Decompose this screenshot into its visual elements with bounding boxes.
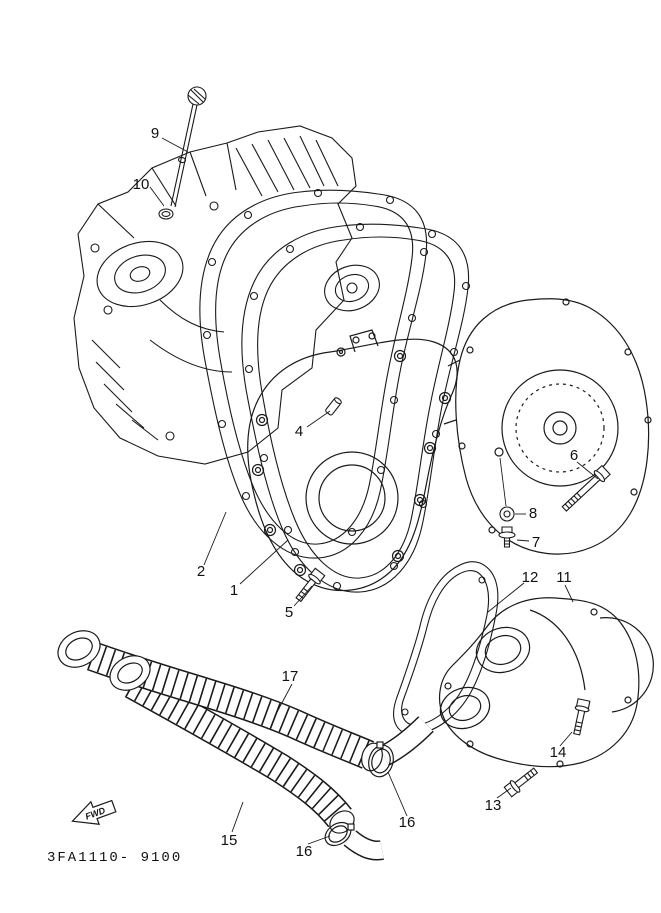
- hose-clamp-16b: [368, 741, 394, 778]
- leader-lines: [149, 137, 599, 845]
- callout-14: 14: [550, 744, 567, 761]
- bolt-7: [498, 526, 516, 548]
- callout-8: 8: [529, 505, 537, 522]
- oil-dipstick: [170, 86, 207, 208]
- outer-cover-lower: [439, 597, 654, 768]
- callout-7: 7: [532, 534, 540, 551]
- part-code: 3FA1110- 9100: [47, 850, 182, 866]
- bolt-5: [292, 567, 327, 605]
- crankcase-gasket: [199, 188, 429, 559]
- callout-13: 13: [485, 797, 502, 814]
- callout-1: 1: [230, 582, 238, 599]
- callout-12: 12: [522, 569, 539, 586]
- hose-clamp-16a: [324, 821, 355, 847]
- bolt-6: [558, 464, 612, 515]
- callout-16a: 16: [296, 843, 313, 860]
- outer-cover-upper: [443, 298, 652, 555]
- crankcase-cover: [247, 329, 458, 592]
- washer-8: [499, 506, 515, 522]
- fwd-arrow: FWD: [71, 799, 117, 825]
- callouts: 9 10 4 2 1 5 6 8 7 12 11 17 14 13 15 16 …: [133, 125, 579, 860]
- pump-gasket: [393, 561, 499, 735]
- callout-6: 6: [570, 447, 578, 464]
- duct-outlet-stubs: [343, 716, 434, 861]
- bolt-13: [503, 764, 541, 799]
- engine-block: [73, 125, 357, 465]
- callout-9: 9: [151, 125, 159, 142]
- callout-16b: 16: [399, 814, 416, 831]
- boss-detail: [324, 264, 380, 312]
- bolt-14: [569, 697, 592, 737]
- callout-4: 4: [295, 423, 303, 440]
- air-duct-15: [124, 670, 352, 828]
- crankcase-gasket-2: [241, 222, 471, 593]
- callout-15: 15: [221, 832, 238, 849]
- callout-2: 2: [197, 563, 205, 580]
- callout-5: 5: [285, 604, 293, 621]
- callout-10: 10: [133, 176, 150, 193]
- callout-11: 11: [556, 569, 572, 586]
- cover-bolt-bosses: [251, 349, 452, 577]
- duct-inlet-cups: [57, 630, 151, 691]
- o-ring: [158, 208, 174, 220]
- callout-17: 17: [282, 668, 299, 685]
